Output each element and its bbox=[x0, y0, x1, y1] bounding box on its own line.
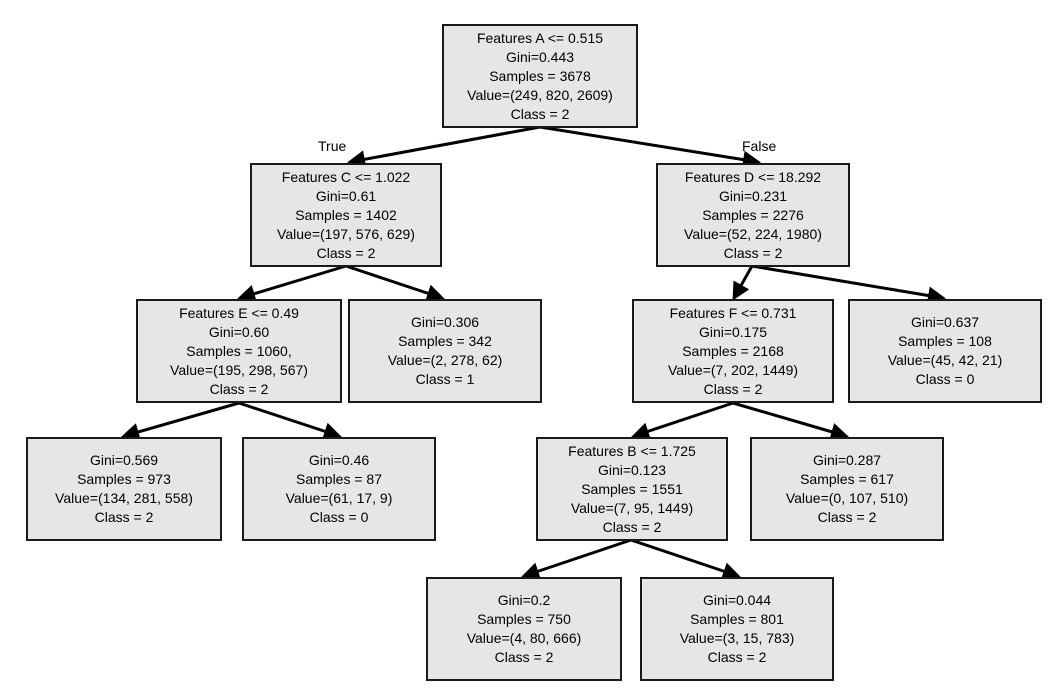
node-value: Value=(195, 298, 567) bbox=[170, 361, 308, 378]
node-gini: Gini=0.044 bbox=[702, 592, 772, 608]
node-class: Class = 2 bbox=[316, 244, 376, 261]
node-samples: Samples = 1402 bbox=[295, 206, 397, 223]
node-samples: Samples = 617 bbox=[800, 471, 894, 487]
node-gini: Gini=0.2 bbox=[497, 592, 551, 608]
node-class: Class = 2 bbox=[723, 244, 783, 261]
edge-n1-to-n4 bbox=[345, 264, 445, 302]
node-gini: Gini=0.306 bbox=[410, 314, 480, 330]
edge-root-to-n1 bbox=[347, 125, 541, 169]
node-value: Value=(4, 80, 666) bbox=[466, 630, 582, 646]
node-gini: Gini=0.60 bbox=[208, 323, 270, 340]
edge-label-true: True bbox=[318, 138, 347, 154]
node-class: Class = 2 bbox=[602, 518, 662, 535]
node-split-condition: Features C <= 1.022 bbox=[281, 168, 411, 185]
node-split-condition: Features E <= 0.49 bbox=[179, 304, 299, 321]
node-samples: Samples = 1551 bbox=[581, 480, 683, 497]
tree-node-n9: Features B <= 1.725 Gini=0.123 Samples =… bbox=[536, 437, 728, 541]
tree-node-n1: Features C <= 1.022 Gini=0.61 Samples = … bbox=[250, 163, 442, 267]
edge-n5-to-n9 bbox=[631, 401, 734, 440]
edge-n2-to-n6 bbox=[751, 264, 946, 305]
edge-n9-to-n11 bbox=[521, 538, 632, 580]
node-samples: Samples = 973 bbox=[77, 471, 171, 487]
node-value: Value=(7, 202, 1449) bbox=[667, 361, 799, 378]
node-samples: Samples = 1060, bbox=[186, 342, 292, 359]
tree-node-n11: Gini=0.2 Samples = 750 Value=(4, 80, 666… bbox=[426, 577, 622, 681]
node-value: Value=(2, 278, 62) bbox=[387, 352, 503, 368]
node-class: Class = 2 bbox=[817, 509, 877, 525]
node-gini: Gini=0.443 bbox=[505, 48, 575, 65]
node-samples: Samples = 2168 bbox=[682, 342, 784, 359]
node-samples: Samples = 750 bbox=[477, 611, 571, 627]
node-gini: Gini=0.123 bbox=[597, 461, 667, 478]
node-class: Class = 0 bbox=[309, 509, 369, 525]
tree-node-n2: Features D <= 18.292 Gini=0.231 Samples … bbox=[656, 163, 850, 267]
tree-node-n8: Gini=0.46 Samples = 87 Value=(61, 17, 9)… bbox=[242, 437, 436, 541]
edge-n3-to-n7 bbox=[121, 401, 240, 441]
tree-node-n3: Features E <= 0.49 Gini=0.60 Samples = 1… bbox=[136, 299, 342, 403]
node-value: Value=(134, 281, 558) bbox=[55, 490, 193, 506]
node-gini: Gini=0.46 bbox=[308, 452, 370, 468]
edge-n9-to-n12 bbox=[630, 538, 741, 580]
edge-n5-to-n10 bbox=[732, 401, 849, 441]
node-split-condition: Features F <= 0.731 bbox=[669, 304, 797, 321]
tree-node-n6: Gini=0.637 Samples = 108 Value=(45, 42, … bbox=[848, 299, 1042, 403]
node-value: Value=(61, 17, 9) bbox=[285, 490, 393, 506]
node-gini: Gini=0.61 bbox=[315, 187, 377, 204]
node-samples: Samples = 801 bbox=[690, 611, 784, 627]
node-class: Class = 2 bbox=[707, 649, 767, 665]
node-gini: Gini=0.287 bbox=[812, 452, 882, 468]
edge-root-to-n2 bbox=[539, 125, 761, 169]
node-value: Value=(249, 820, 2609) bbox=[467, 86, 613, 103]
node-samples: Samples = 342 bbox=[398, 333, 492, 349]
node-split-condition: Features D <= 18.292 bbox=[684, 168, 822, 185]
node-gini: Gini=0.569 bbox=[89, 452, 159, 468]
edge-label-false: False bbox=[742, 138, 777, 154]
node-samples: Samples = 3678 bbox=[489, 67, 591, 84]
node-split-condition: Features B <= 1.725 bbox=[568, 442, 696, 459]
node-class: Class = 2 bbox=[510, 105, 570, 122]
tree-node-n10: Gini=0.287 Samples = 617 Value=(0, 107, … bbox=[750, 437, 944, 541]
node-samples: Samples = 87 bbox=[296, 471, 382, 487]
tree-node-n5: Features F <= 0.731 Gini=0.175 Samples =… bbox=[632, 299, 834, 403]
node-value: Value=(197, 576, 629) bbox=[277, 225, 415, 242]
tree-node-root: Features A <= 0.515 Gini=0.443 Samples =… bbox=[442, 24, 638, 128]
node-class: Class = 0 bbox=[915, 371, 975, 387]
node-samples: Samples = 2276 bbox=[702, 206, 804, 223]
node-value: Value=(3, 15, 783) bbox=[679, 630, 795, 646]
edge-n2-to-n5 bbox=[732, 265, 754, 301]
node-class: Class = 2 bbox=[494, 649, 554, 665]
edge-n1-to-n3 bbox=[237, 264, 347, 303]
tree-node-n12: Gini=0.044 Samples = 801 Value=(3, 15, 7… bbox=[640, 577, 834, 681]
node-class: Class = 1 bbox=[415, 371, 475, 387]
tree-node-n7: Gini=0.569 Samples = 973 Value=(134, 281… bbox=[26, 437, 222, 541]
node-class: Class = 2 bbox=[209, 380, 269, 397]
node-value: Value=(52, 224, 1980) bbox=[684, 225, 822, 242]
node-gini: Gini=0.231 bbox=[718, 187, 788, 204]
tree-node-n4: Gini=0.306 Samples = 342 Value=(2, 278, … bbox=[348, 299, 542, 403]
node-gini: Gini=0.637 bbox=[910, 314, 980, 330]
node-class: Class = 2 bbox=[94, 509, 154, 525]
node-value: Value=(7, 95, 1449) bbox=[570, 499, 694, 516]
node-samples: Samples = 108 bbox=[898, 333, 992, 349]
node-split-condition: Features A <= 0.515 bbox=[476, 29, 604, 46]
node-class: Class = 2 bbox=[703, 380, 763, 397]
node-gini: Gini=0.175 bbox=[698, 323, 768, 340]
node-value: Value=(45, 42, 21) bbox=[887, 352, 1003, 368]
edge-n3-to-n8 bbox=[238, 401, 342, 440]
node-value: Value=(0, 107, 510) bbox=[785, 490, 909, 506]
